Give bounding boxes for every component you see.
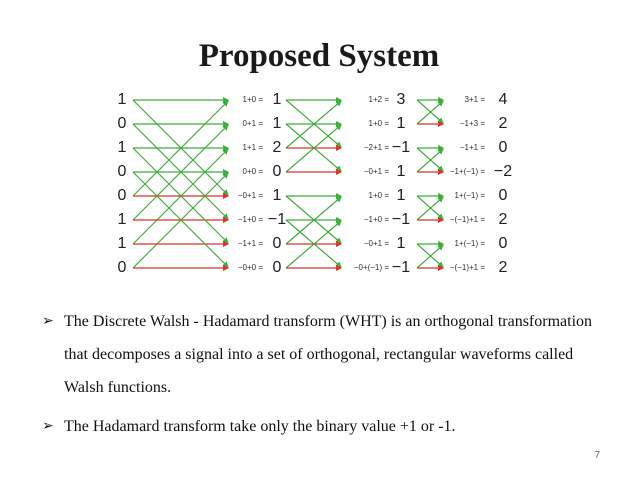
stage-result: 1 — [397, 187, 406, 204]
input-value: 0 — [118, 259, 127, 276]
add-arrow — [132, 171, 229, 268]
input-value: 0 — [118, 163, 127, 180]
stage-result: 0 — [273, 163, 282, 180]
stage-equation: −1+1 = — [460, 143, 485, 152]
stage-equation: −2+1 = — [364, 143, 389, 152]
stage-equation: −0+0 = — [238, 263, 263, 272]
stage-result: 1 — [397, 235, 406, 252]
bullet-item: ➢ The Hadamard transform take only the b… — [42, 410, 602, 443]
bullet-text: The Hadamard transform take only the bin… — [64, 418, 456, 435]
bullet-text: The Discrete Walsh - Hadamard transform … — [64, 313, 593, 396]
stage-equation: −1+0 = — [364, 215, 389, 224]
stage-equation: 1+2 = — [369, 95, 390, 104]
bullet-list: ➢ The Discrete Walsh - Hadamard transfor… — [42, 305, 602, 443]
stage-equation: 3+1 = — [465, 95, 486, 104]
stage-equation: 1+0 = — [369, 119, 390, 128]
stage-equation: −0+1 = — [364, 239, 389, 248]
add-arrow — [416, 243, 444, 268]
input-value: 0 — [118, 187, 127, 204]
stage-result: 2 — [273, 139, 282, 156]
stage-result: 2 — [499, 211, 508, 228]
page-number: 7 — [594, 450, 600, 461]
input-value: 1 — [118, 139, 127, 156]
stage-result: −1 — [392, 211, 410, 228]
stage-equation: 1+0 = — [243, 95, 264, 104]
stage-result: 0 — [273, 259, 282, 276]
stage-equation: 1+0 = — [369, 191, 390, 200]
add-arrow — [416, 244, 444, 269]
stage-equation: −1+3 = — [460, 119, 485, 128]
add-arrow — [285, 195, 342, 244]
stage-equation: 0+0 = — [243, 167, 264, 176]
butterfly-arrows — [132, 97, 444, 271]
stage-equation: −1+1 = — [238, 239, 263, 248]
stage-result: 3 — [397, 91, 406, 108]
input-value: 1 — [118, 235, 127, 252]
arrowhead-bullet-icon: ➢ — [42, 314, 54, 329]
input-value: 0 — [118, 115, 127, 132]
stage-equation: 0+1 = — [243, 119, 264, 128]
stage-equation: −1+(−1) = — [450, 167, 485, 176]
stage-result: −2 — [494, 163, 512, 180]
stage-result: 0 — [499, 139, 508, 156]
stage-equation: −(−1)+1 = — [450, 215, 485, 224]
stage-equation: 1+(−1) = — [455, 191, 486, 200]
stage-result: −1 — [268, 211, 286, 228]
stage-equation: −(−1)+1 = — [450, 263, 485, 272]
stage-equation: 1+1 = — [243, 143, 264, 152]
stage-equation: 1+(−1) = — [455, 239, 486, 248]
add-arrow — [416, 195, 444, 220]
add-arrow — [285, 219, 342, 268]
stage-equation: −0+(−1) = — [354, 263, 389, 272]
add-arrow — [132, 123, 229, 220]
stage-result: 0 — [499, 187, 508, 204]
stage-result: −1 — [392, 259, 410, 276]
stage-result: 0 — [499, 235, 508, 252]
stage-equation: −0+1 = — [364, 167, 389, 176]
input-value: 1 — [118, 91, 127, 108]
bullet-item: ➢ The Discrete Walsh - Hadamard transfor… — [42, 305, 602, 404]
add-arrow — [132, 99, 229, 196]
stage-result: 2 — [499, 115, 508, 132]
stage-result: 1 — [397, 115, 406, 132]
stage-result: −1 — [392, 139, 410, 156]
stage-result: 2 — [499, 259, 508, 276]
stage-result: 4 — [499, 91, 508, 108]
stage-result: 1 — [273, 115, 282, 132]
add-arrow — [416, 100, 444, 125]
stage-result: 0 — [273, 235, 282, 252]
add-arrow — [416, 196, 444, 221]
input-value: 1 — [118, 211, 127, 228]
stage-result: 1 — [273, 91, 282, 108]
stage-result: 1 — [273, 187, 282, 204]
slide-title: Proposed System — [198, 38, 440, 74]
add-arrow — [285, 123, 342, 172]
add-arrow — [132, 147, 229, 244]
add-arrow — [416, 99, 444, 124]
stage-equation: −0+1 = — [238, 191, 263, 200]
add-arrow — [416, 147, 444, 172]
add-arrow — [285, 99, 342, 148]
stage-result: 1 — [397, 163, 406, 180]
stage-equation: −1+0 = — [238, 215, 263, 224]
add-arrow — [416, 148, 444, 173]
arrowhead-bullet-icon: ➢ — [42, 419, 54, 434]
